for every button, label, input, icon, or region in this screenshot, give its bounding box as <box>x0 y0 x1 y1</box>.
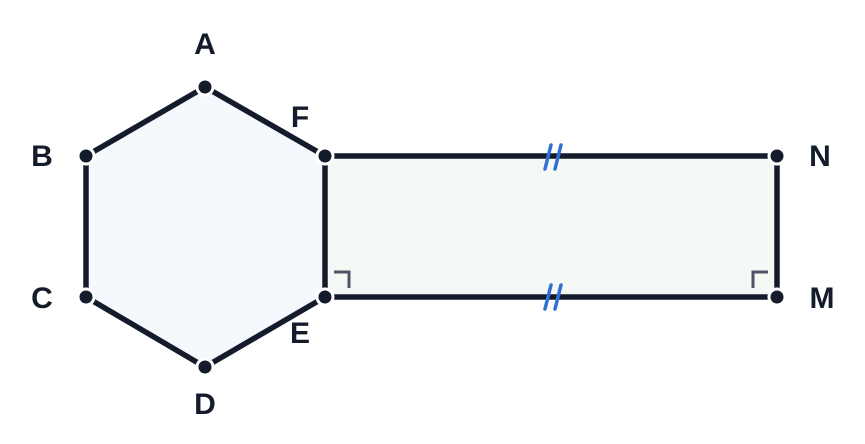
edge-DE <box>202 294 328 370</box>
vertex-label-C: C <box>31 282 53 315</box>
vertex-B <box>76 146 96 166</box>
vertex-label-D: D <box>194 388 216 421</box>
right-angle-mark-M <box>751 270 768 288</box>
edge-CD <box>83 294 208 370</box>
edge-FA <box>202 84 328 159</box>
vertex-E <box>315 287 335 307</box>
vertex-label-E: E <box>290 317 310 350</box>
vertex-label-B: B <box>31 140 53 173</box>
vertex-D <box>195 357 215 377</box>
vertex-label-F: F <box>291 101 309 134</box>
tick-mark-EM <box>543 283 563 311</box>
edge-AB <box>83 84 208 159</box>
vertex-A <box>195 77 215 97</box>
vertex-F <box>315 146 335 166</box>
hexagon-fill <box>86 87 325 367</box>
vertex-label-M: M <box>810 282 835 315</box>
vertex-C <box>76 287 96 307</box>
vertex-M <box>767 287 787 307</box>
tick-mark-FN <box>543 143 563 171</box>
vertex-label-N: N <box>809 140 831 173</box>
rectangle-fill <box>325 156 777 297</box>
right-angle-mark-E <box>334 270 351 288</box>
vertex-N <box>767 146 787 166</box>
vertex-label-A: A <box>194 28 216 61</box>
